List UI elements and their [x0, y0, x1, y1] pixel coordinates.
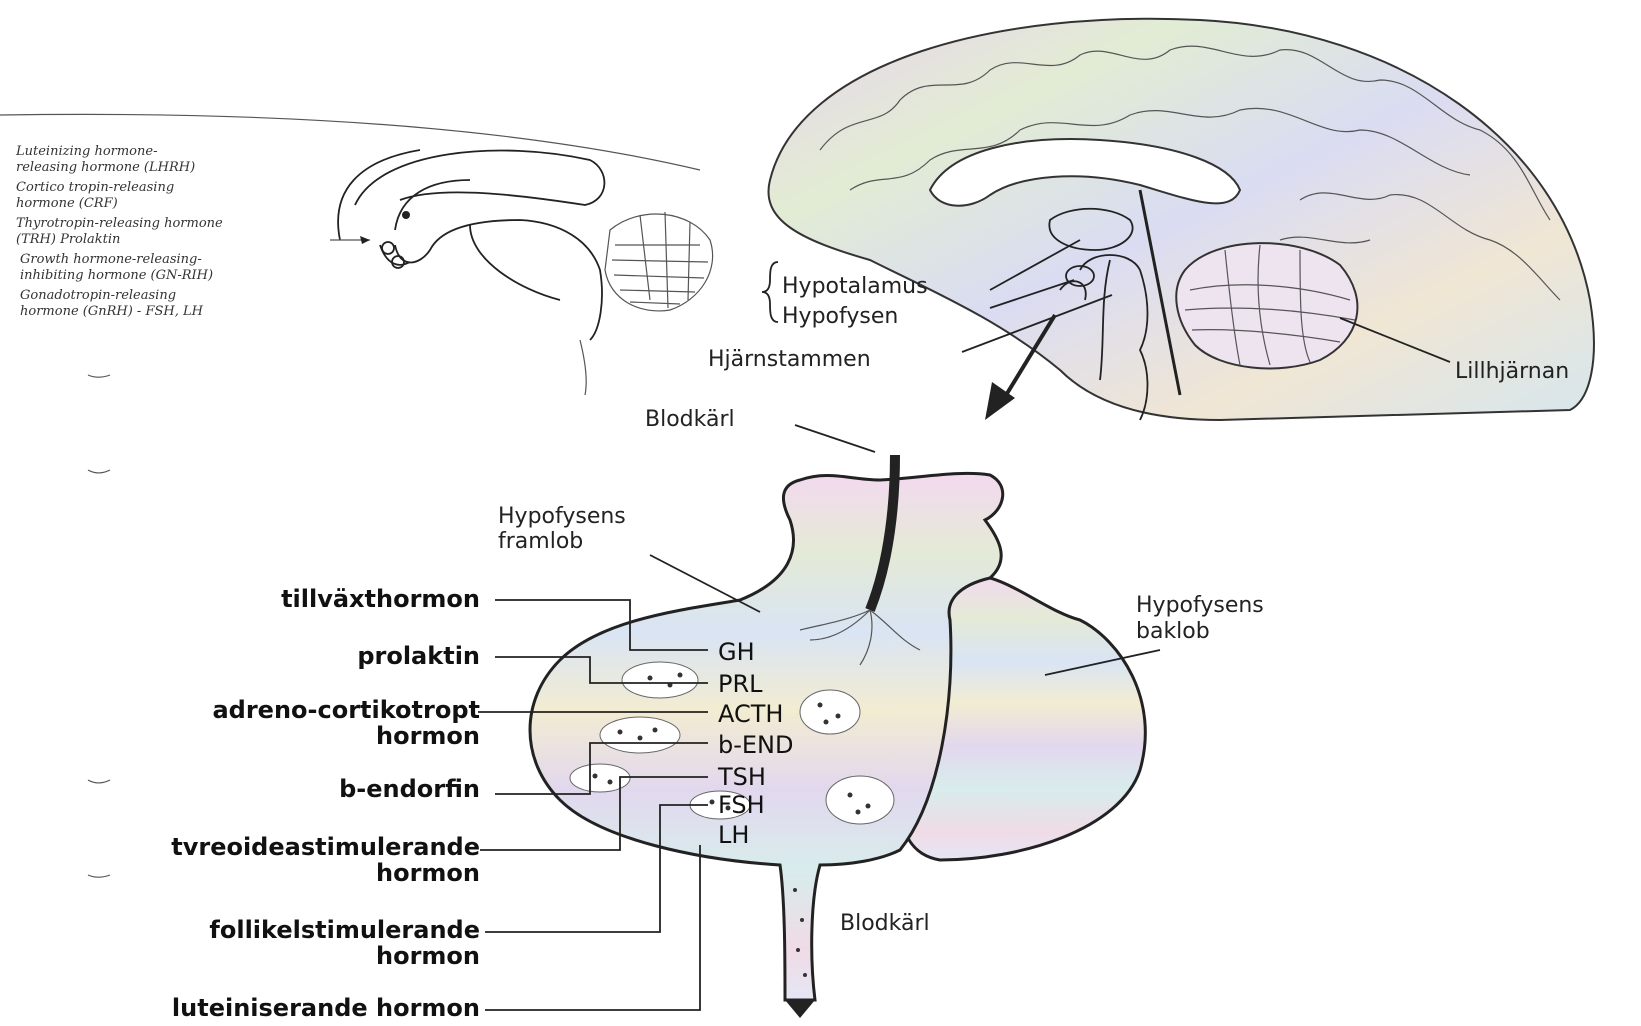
- label-lillhjarnan: Lillhjärnan: [1455, 359, 1569, 384]
- releasing-hormone-line: Growth hormone-releasing-: [20, 252, 202, 267]
- hormone-abbrev-acth: ACTH: [718, 700, 783, 728]
- label-blodkarl-bottom: Blodkärl: [840, 911, 930, 936]
- label-framlob-line1: Hypofysens: [498, 504, 626, 529]
- releasing-hormone-line: (TRH) Prolaktin: [16, 232, 120, 247]
- hormone-abbrev-lh: LH: [718, 821, 749, 849]
- hormone-name: adreno-cortikotropt: [212, 696, 480, 724]
- hormone-name: hormon: [376, 722, 480, 750]
- cerebellum: [1176, 243, 1357, 368]
- label-hypofysen: Hypofysen: [782, 304, 898, 329]
- hormone-abbrev-fsh: FSH: [718, 791, 765, 819]
- releasing-hormone-line: hormone (CRF): [16, 196, 118, 211]
- releasing-hormone-line: releasing hormone (LHRH): [16, 160, 195, 175]
- hormone-name: b-endorfin: [339, 775, 480, 803]
- pituitary-gland: [530, 455, 1145, 1018]
- hormone-name: luteiniserande hormon: [172, 994, 480, 1022]
- label-blodkarl-top: Blodkärl: [645, 407, 735, 432]
- small-cerebellum: [605, 212, 713, 311]
- releasing-hormone-line: Cortico tropin-releasing: [16, 180, 174, 195]
- hormone-name: hormon: [376, 859, 480, 887]
- hormone-name: prolaktin: [357, 642, 480, 670]
- bottom-arrow-icon: [785, 1000, 815, 1018]
- releasing-hormone-line: hormone (GnRH) - FSH, LH: [20, 304, 204, 319]
- hormone-name: hormon: [376, 942, 480, 970]
- hormone-name: tvreoideastimulerande: [171, 833, 480, 861]
- hormone-abbrev-prl: PRL: [718, 670, 763, 698]
- releasing-hormone-list: Luteinizing hormone-releasing hormone (L…: [15, 144, 223, 319]
- label-hjarnstammen: Hjärnstammen: [708, 347, 871, 372]
- label-baklob-line2: baklob: [1136, 619, 1210, 644]
- label-baklob-line1: Hypofysens: [1136, 593, 1264, 618]
- hormone-names: tillväxthormon prolaktin adreno-cortikotro…: [171, 585, 480, 1022]
- hormone-abbrev-gh: GH: [718, 638, 755, 666]
- margin-marks: [88, 375, 110, 877]
- releasing-hormone-line: Luteinizing hormone-: [15, 144, 157, 159]
- releasing-hormone-line: inhibiting hormone (GN-RIH): [20, 268, 213, 283]
- releasing-hormone-line: Gonadotropin-releasing: [20, 288, 176, 303]
- label-hypotalamus: Hypotalamus: [782, 274, 928, 299]
- hormone-name: follikelstimulerande: [209, 916, 480, 944]
- hormone-abbrev-tsh: TSH: [717, 763, 766, 791]
- releasing-hormone-line: Thyrotropin-releasing hormone: [16, 216, 223, 231]
- hormone-name: tillväxthormon: [281, 585, 480, 613]
- hormone-abbrev-bend: b-END: [718, 731, 794, 759]
- label-framlob-line2: framlob: [498, 529, 583, 554]
